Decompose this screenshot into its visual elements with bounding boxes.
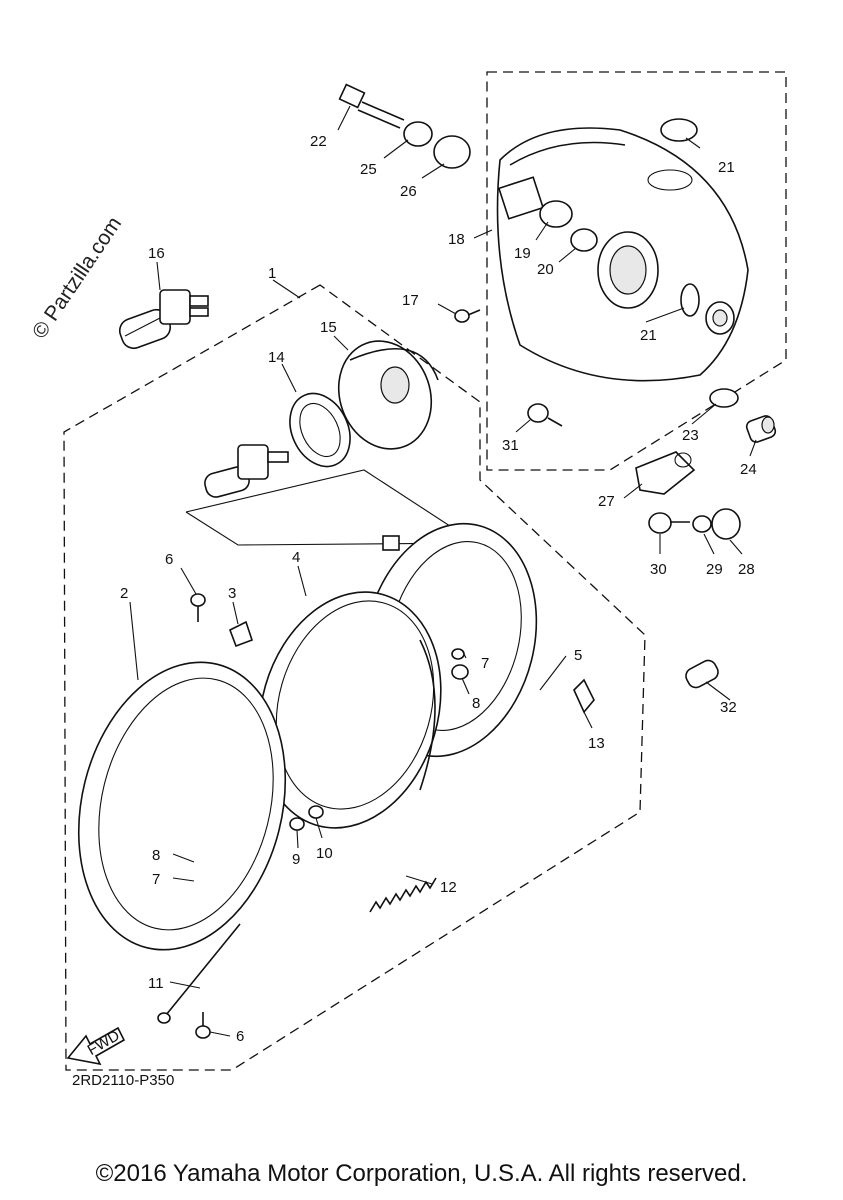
callout-21-mid: 21	[640, 327, 657, 344]
part-29-collar	[692, 515, 712, 533]
part-21-grommet-mid	[680, 283, 700, 317]
part-16-bulb	[118, 289, 209, 350]
callout-28: 28	[738, 561, 755, 578]
diagram-code: 2RD2110-P350	[72, 1072, 175, 1089]
part-28-damper	[711, 508, 741, 540]
part-2-rim	[77, 661, 287, 951]
assembly-outline-1	[63, 284, 646, 1071]
subgroup-bulb	[204, 444, 289, 498]
callout-18: 18	[448, 231, 465, 248]
part-31-bolt	[527, 403, 563, 427]
part-12-spring	[369, 877, 437, 913]
callout-21-top: 21	[718, 159, 735, 176]
callout-10: 10	[316, 845, 333, 862]
callout-20: 20	[537, 261, 554, 278]
callout-30: 30	[650, 561, 667, 578]
part-32-collar	[685, 659, 719, 689]
callout-32: 32	[720, 699, 737, 716]
callout-9: 9	[292, 851, 300, 868]
part-22-bolt	[338, 83, 405, 129]
part-10-washer	[308, 805, 324, 819]
copyright-notice: ©2016 Yamaha Motor Corporation, U.S.A. A…	[95, 1160, 748, 1187]
callout-13: 13	[588, 735, 605, 752]
callout-6-lower: 6	[236, 1028, 244, 1045]
callout-3: 3	[228, 585, 236, 602]
callout-6-upper: 6	[165, 551, 173, 568]
part-30-bolt	[648, 512, 690, 534]
callout-7-upper: 7	[481, 655, 489, 672]
callout-12: 12	[440, 879, 457, 896]
callout-19: 19	[514, 245, 531, 262]
callout-16: 16	[148, 245, 165, 262]
part-27-bracket	[635, 451, 696, 495]
assembly-outline-18	[486, 71, 787, 471]
callout-17: 17	[402, 292, 419, 309]
fwd-arrow-icon: FWD	[66, 1026, 126, 1066]
part-6-screw-lower	[195, 1012, 211, 1039]
callout-24: 24	[740, 461, 757, 478]
callout-31: 31	[502, 437, 519, 454]
callout-8-lower: 8	[152, 847, 160, 864]
part-20-grommet	[570, 228, 598, 252]
part-11-adjust-screw	[157, 923, 241, 1024]
callout-25: 25	[360, 161, 377, 178]
part-17-screw	[454, 309, 481, 323]
callout-11: 11	[148, 975, 164, 992]
part-23-washer	[709, 388, 739, 408]
part-8-nut-upper	[451, 664, 469, 680]
callout-22: 22	[310, 133, 327, 150]
part-19-grommet	[539, 200, 573, 228]
callout-1: 1	[268, 265, 276, 282]
part-26-grommet	[433, 135, 471, 169]
callout-26: 26	[400, 183, 417, 200]
callout-8-upper: 8	[472, 695, 480, 712]
part-25-collar	[403, 121, 433, 147]
callout-labels: 1 2 3 4 5 6 6 7 7 8 8 9 10 11 12 13 14 1…	[120, 133, 757, 1045]
callout-14: 14	[268, 349, 285, 366]
callout-27: 27	[598, 493, 615, 510]
part-6-screw-upper	[190, 593, 206, 622]
part-18-headlight-case	[496, 127, 749, 382]
callout-15: 15	[320, 319, 337, 336]
part-3-bracket	[228, 620, 254, 648]
part-9-screw	[289, 817, 305, 831]
part-24-collar	[745, 415, 777, 443]
callout-2: 2	[120, 585, 128, 602]
callout-23: 23	[682, 427, 699, 444]
part-4-headlight-unit	[258, 591, 442, 829]
callout-5: 5	[574, 647, 582, 664]
callout-29: 29	[706, 561, 723, 578]
callout-7-lower: 7	[152, 871, 160, 888]
part-13-clip	[573, 678, 595, 714]
part-15-socket-cover	[337, 340, 439, 450]
leader-lines	[129, 105, 757, 1037]
callout-4: 4	[292, 549, 300, 566]
part-21-grommet-top	[660, 118, 698, 142]
